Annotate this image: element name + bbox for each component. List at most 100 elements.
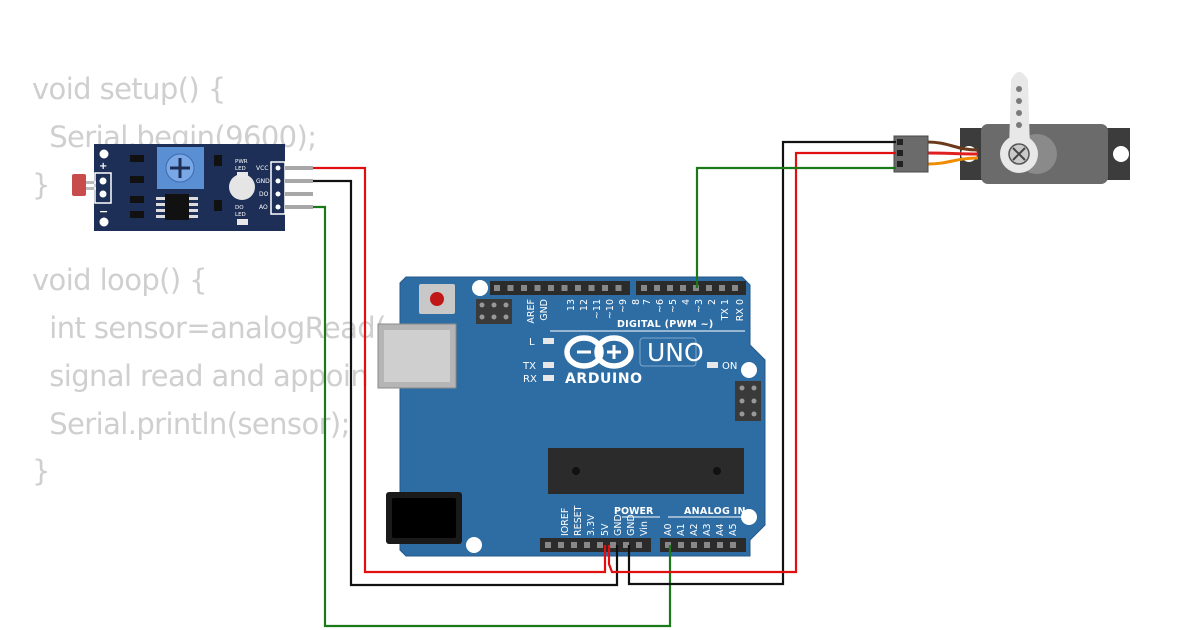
l-led-label: L [529, 337, 535, 348]
code-line: Serial.println(sensor); [32, 406, 350, 441]
code-line: void setup() { [32, 72, 226, 106]
pin-label: A2 [689, 523, 700, 536]
code-line: } [32, 454, 50, 489]
pin-label: RESET [573, 505, 584, 536]
header-hole[interactable] [704, 542, 710, 548]
header-hole[interactable] [521, 285, 527, 291]
do-led [237, 219, 248, 225]
header-hole[interactable] [667, 285, 673, 291]
wire-servo-vcc[interactable] [607, 151, 896, 574]
mount-hole [99, 149, 109, 159]
pin-label: GND [626, 514, 637, 536]
mount-hole [99, 217, 109, 227]
power-header [540, 538, 651, 552]
photoresistor [72, 174, 86, 196]
rx-led [543, 375, 554, 381]
arduino-uno-board[interactable]: UNO ARDUINO DIGITAL (PWM ~) L TX RX ON P… [377, 276, 766, 557]
pin-label: Vin [639, 521, 650, 536]
header-hole[interactable] [610, 542, 616, 548]
sensor-led [229, 174, 255, 200]
header-hole[interactable] [636, 542, 642, 548]
wires [313, 140, 896, 628]
uno-badge [639, 337, 697, 367]
gnd-pin-label: GND [256, 178, 270, 185]
header-hole[interactable] [706, 285, 712, 291]
pin-label: AREF [526, 299, 537, 324]
pin-do[interactable] [285, 192, 313, 196]
pin-vcc[interactable] [285, 166, 313, 170]
pin-label: 4 [681, 299, 692, 305]
header-hole[interactable] [732, 285, 738, 291]
pin-label: A0 [663, 523, 674, 536]
pwr-led [237, 172, 248, 178]
digital-header-left [490, 281, 630, 295]
pin-label: 13 [566, 299, 577, 311]
model-label: UNO [647, 338, 704, 367]
header-hole[interactable] [545, 542, 551, 548]
pin-label: A3 [702, 523, 713, 536]
on-led-label: ON [722, 361, 737, 372]
header-hole[interactable] [494, 285, 500, 291]
pin-label: A4 [715, 523, 726, 536]
header-hole[interactable] [571, 542, 577, 548]
header-hole[interactable] [717, 542, 723, 548]
wire-sensor-vcc-to-5v[interactable] [313, 166, 607, 574]
pin-label: 3.3V [586, 514, 597, 536]
digital-header-right [636, 281, 746, 295]
pin-label: A5 [728, 523, 739, 536]
vcc-pin-label: VCC [256, 165, 268, 172]
ldr-sensor-module[interactable]: + − PWR LED DO [72, 144, 313, 231]
mount-hole [472, 280, 488, 296]
servo-motor[interactable] [893, 72, 1130, 184]
header-hole[interactable] [719, 285, 725, 291]
digital-header-label: DIGITAL (PWM ~) [617, 319, 714, 330]
wire-servo-signal[interactable] [695, 166, 896, 288]
header-hole[interactable] [534, 285, 541, 291]
pin-label: 2 [707, 299, 718, 305]
atmega-chip [548, 448, 744, 494]
pin-label: ~10 [605, 299, 616, 319]
pin-label: TX 1 [720, 299, 731, 321]
pin-label: ~3 [694, 299, 705, 313]
header-hole[interactable] [654, 285, 660, 291]
header-hole[interactable] [588, 285, 595, 291]
sensor-pin-header [270, 161, 286, 215]
pin-label: A1 [676, 523, 687, 536]
header-hole[interactable] [561, 285, 568, 291]
mount-hole [741, 509, 757, 525]
resistor [214, 200, 222, 211]
header-hole[interactable] [730, 542, 736, 548]
do-pin-label: DO [259, 191, 269, 198]
header-hole[interactable] [575, 285, 581, 291]
header-hole[interactable] [678, 542, 684, 548]
power-label: POWER [614, 506, 654, 517]
header-hole[interactable] [623, 542, 629, 548]
wire-sensor-ao-to-a0[interactable] [313, 205, 672, 628]
pin-label: 8 [631, 299, 642, 305]
header-hole[interactable] [615, 285, 622, 291]
pin-label: ~11 [592, 299, 603, 319]
header-hole[interactable] [641, 285, 647, 291]
on-led [707, 362, 718, 368]
header-hole[interactable] [507, 285, 514, 291]
pin-ao[interactable] [285, 205, 313, 209]
pin-label: IOREF [560, 508, 571, 536]
reset-button-cap[interactable] [430, 292, 444, 306]
header-hole[interactable] [691, 542, 697, 548]
do-led-label-2: LED [235, 212, 246, 218]
tx-led [543, 362, 554, 368]
code-overlay: void setup() { Serial.begin(9600); } voi… [32, 66, 386, 496]
logo-text: ARDUINO [565, 371, 643, 387]
header-hole[interactable] [584, 542, 590, 548]
pin-gnd[interactable] [285, 179, 313, 183]
header-hole[interactable] [680, 285, 686, 291]
header-hole[interactable] [548, 285, 554, 291]
icsp-header-right [735, 381, 761, 421]
header-hole[interactable] [558, 542, 564, 548]
header-hole[interactable] [602, 285, 608, 291]
pin-label: GND [539, 299, 550, 321]
header-hole[interactable] [665, 542, 671, 548]
pwr-led-label: PWR [235, 159, 248, 165]
header-hole[interactable] [597, 542, 603, 548]
